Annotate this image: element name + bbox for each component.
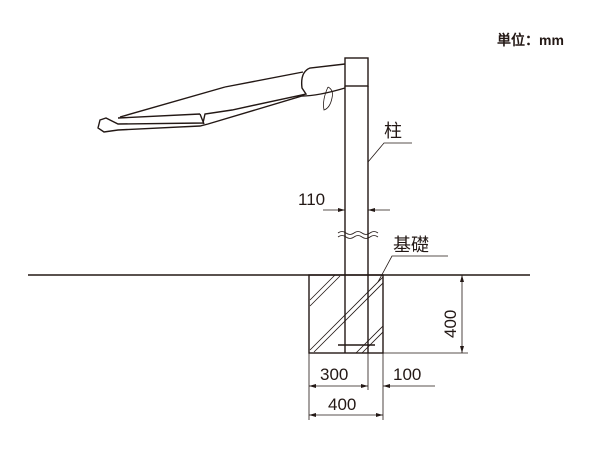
right-offset-dimension: 100 <box>393 365 421 384</box>
swing-arm <box>97 63 346 133</box>
break-mark <box>337 231 379 239</box>
pole-label: 柱 <box>384 121 402 141</box>
foundation-width-dimension: 400 <box>328 395 356 414</box>
foundation-label: 基礎 <box>393 235 429 255</box>
pole-width-dimension: 110 <box>298 190 325 209</box>
foundation-leader <box>377 255 448 283</box>
left-offset-dimension: 300 <box>320 365 348 384</box>
foundation <box>308 274 384 354</box>
unit-label: 単位：mm <box>497 32 564 48</box>
pole <box>337 57 379 353</box>
pole-leader <box>367 142 412 163</box>
foundation-depth-dimension: 400 <box>441 310 460 338</box>
